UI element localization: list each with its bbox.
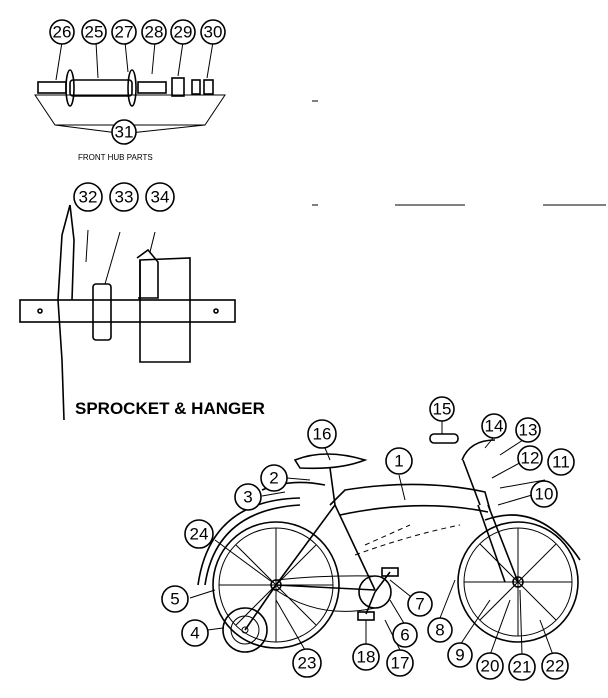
callout-9: 9 (447, 642, 473, 668)
svg-text:33: 33 (115, 188, 134, 207)
callout-25: 25 (81, 19, 107, 45)
callout-6: 6 (392, 622, 418, 648)
callout-22: 22 (541, 652, 569, 680)
svg-text:7: 7 (415, 595, 424, 614)
svg-text:2: 2 (269, 469, 278, 488)
svg-text:10: 10 (535, 485, 554, 504)
callout-4: 4 (181, 619, 209, 647)
svg-text:21: 21 (513, 658, 532, 677)
callout-10: 10 (530, 480, 558, 508)
callout-12: 12 (517, 445, 543, 471)
svg-text:26: 26 (53, 23, 72, 42)
front-hub-caption: FRONT HUB PARTS (78, 153, 153, 162)
svg-text:30: 30 (204, 23, 223, 42)
callout-21: 21 (508, 653, 536, 681)
callout-18: 18 (352, 643, 380, 671)
svg-text:9: 9 (455, 646, 464, 665)
svg-text:13: 13 (519, 421, 538, 440)
svg-text:22: 22 (546, 657, 565, 676)
callout-15: 15 (429, 396, 455, 422)
svg-text:27: 27 (115, 23, 134, 42)
callout-11: 11 (547, 448, 575, 476)
svg-text:29: 29 (174, 23, 193, 42)
callout-5: 5 (161, 585, 189, 613)
callout-23: 23 (292, 648, 322, 678)
callout-1: 1 (385, 447, 413, 475)
callout-33: 33 (109, 182, 139, 212)
svg-text:4: 4 (190, 624, 199, 643)
svg-text:8: 8 (435, 621, 444, 640)
callout-2: 2 (260, 464, 288, 492)
svg-text:34: 34 (151, 188, 170, 207)
callout-28: 28 (141, 19, 167, 45)
svg-text:28: 28 (145, 23, 164, 42)
svg-text:17: 17 (391, 654, 410, 673)
svg-text:1: 1 (394, 452, 403, 471)
callout-32: 32 (73, 182, 103, 212)
callout-29: 29 (170, 19, 196, 45)
svg-text:5: 5 (170, 590, 179, 609)
callout-20: 20 (476, 652, 504, 680)
svg-text:24: 24 (190, 525, 209, 544)
svg-text:12: 12 (521, 449, 540, 468)
callout-34: 34 (145, 182, 175, 212)
svg-text:6: 6 (400, 626, 409, 645)
callout-13: 13 (515, 417, 541, 443)
callout-30: 30 (200, 19, 226, 45)
callout-7: 7 (407, 591, 433, 617)
sprocket-caption: SPROCKET & HANGER (75, 399, 265, 418)
callout-14: 14 (481, 413, 507, 439)
callout-3: 3 (234, 483, 262, 511)
front-hub-drawing (34, 41, 226, 134)
sprocket-hanger-drawing (19, 204, 236, 421)
svg-text:20: 20 (481, 657, 500, 676)
callout-26: 26 (49, 19, 75, 45)
svg-text:32: 32 (79, 188, 98, 207)
callout-17: 17 (386, 649, 414, 677)
svg-text:31: 31 (115, 123, 134, 142)
svg-text:16: 16 (313, 425, 332, 444)
svg-text:25: 25 (85, 23, 104, 42)
svg-text:3: 3 (243, 488, 252, 507)
callout-24: 24 (184, 519, 214, 549)
callout-31: 31 (111, 119, 137, 145)
svg-text:14: 14 (485, 417, 504, 436)
callout-16: 16 (307, 419, 337, 449)
svg-text:18: 18 (357, 648, 376, 667)
svg-text:11: 11 (552, 453, 570, 472)
svg-text:23: 23 (298, 654, 317, 673)
svg-text:15: 15 (433, 400, 452, 419)
callout-8: 8 (427, 617, 453, 643)
bicycle-drawing (197, 433, 581, 653)
callout-27: 27 (111, 19, 137, 45)
